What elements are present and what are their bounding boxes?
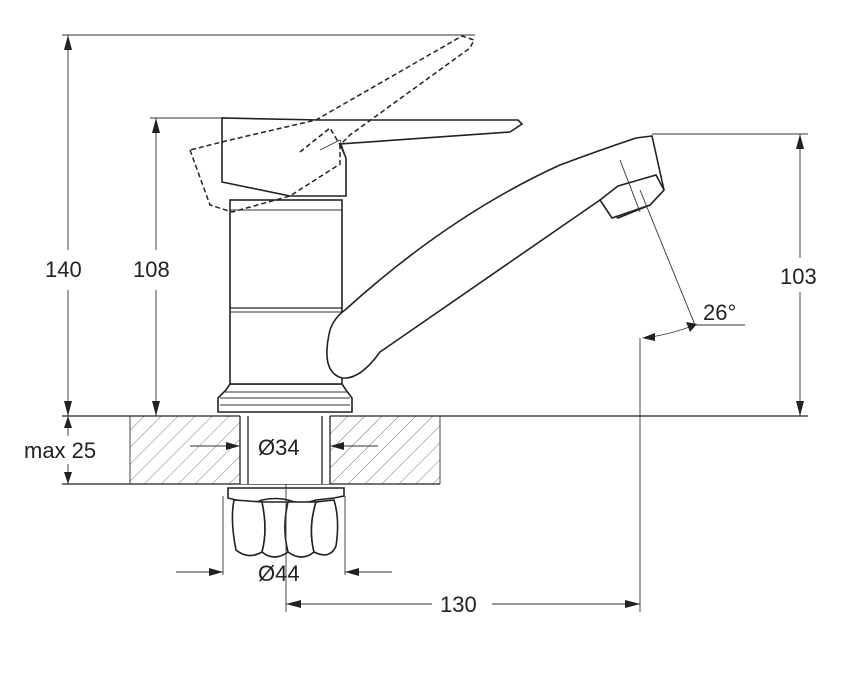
hole-diameter-label: Ø34 — [258, 435, 300, 460]
mount-thickness-label: max 25 — [24, 438, 96, 463]
spout — [326, 135, 665, 379]
dimension-body-height: 108 — [133, 117, 222, 416]
spout-reach-label: 130 — [440, 592, 477, 617]
faucet-body — [229, 199, 343, 385]
countertop-slab — [62, 415, 808, 485]
dimension-total-height: 140 — [45, 34, 475, 416]
dimension-mount-thickness: max 25 — [24, 416, 96, 484]
dimension-spout-angle: 26° — [639, 189, 745, 341]
dimension-spout-reach: 130 — [285, 338, 641, 617]
lever-handle-closed — [221, 117, 524, 197]
lever-handle-open-dashed — [189, 35, 476, 213]
dimension-spout-height: 103 — [652, 133, 817, 416]
body-height-label: 108 — [133, 257, 170, 282]
total-height-label: 140 — [45, 257, 82, 282]
spout-angle-label: 26° — [703, 300, 736, 325]
base-flange — [217, 383, 353, 413]
dimension-hole-diameter: Ø34 — [190, 435, 378, 460]
nut-diameter-label: Ø44 — [258, 561, 300, 586]
dimension-nut-diameter: Ø44 — [176, 561, 392, 586]
spout-height-label: 103 — [780, 264, 817, 289]
mounting-shank — [239, 412, 331, 484]
